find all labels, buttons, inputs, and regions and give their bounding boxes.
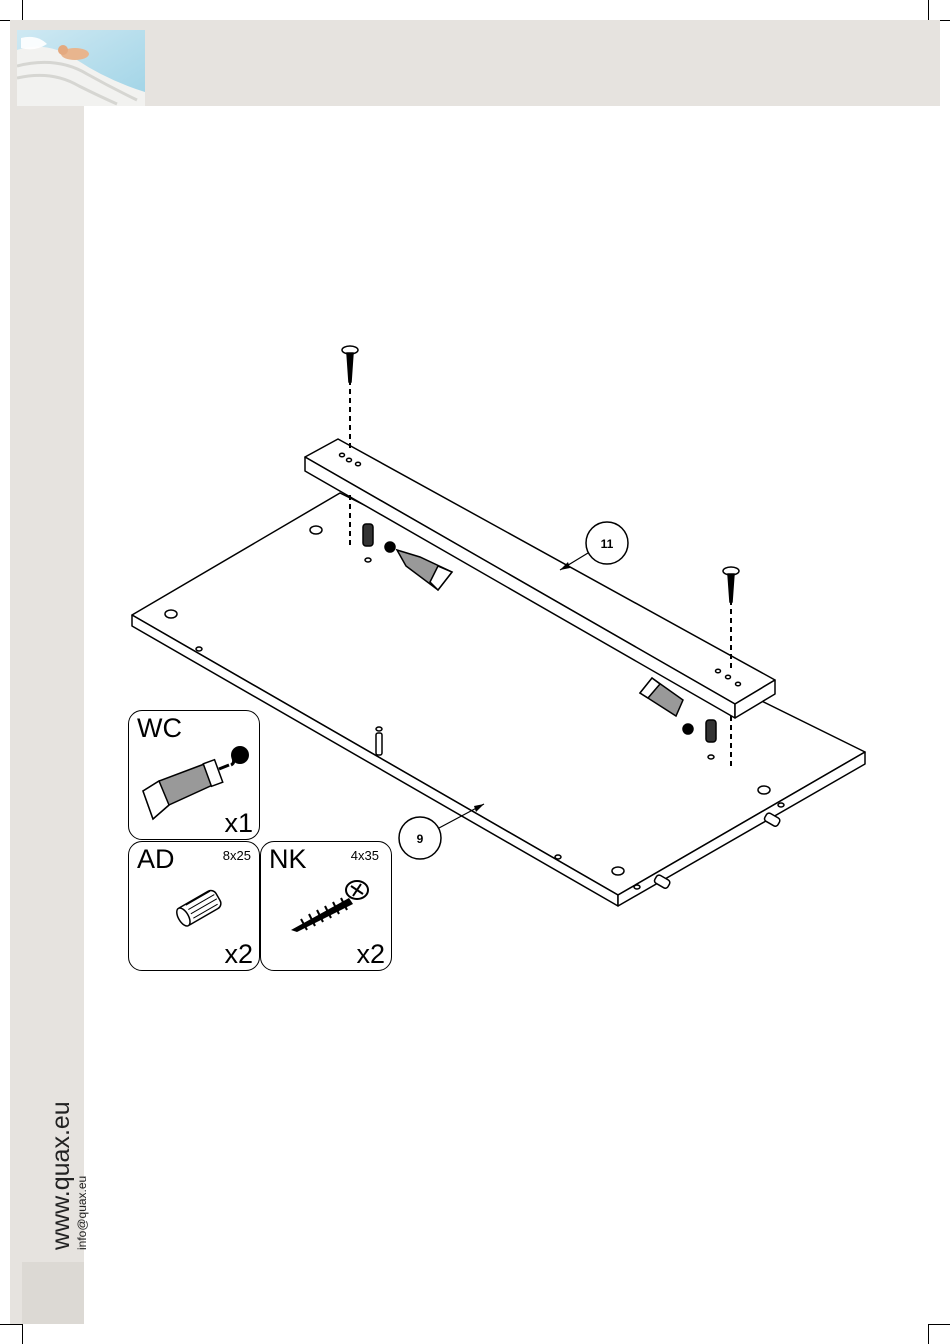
dowel (376, 733, 382, 755)
part-code: NK (269, 844, 307, 875)
screw-icon (287, 876, 377, 936)
callout-9-label: 9 (417, 832, 424, 846)
part-code: AD (137, 844, 175, 875)
cam-hole (612, 867, 624, 875)
part-box-wc: WC x1 (128, 710, 260, 840)
part-code: WC (137, 713, 182, 744)
wooden-dowel-icon (169, 884, 229, 932)
edge-hole (778, 803, 784, 807)
cam-hole (758, 786, 770, 794)
screw (342, 346, 358, 382)
callout-11: 11 (560, 522, 628, 570)
edge-hole (376, 727, 382, 731)
edge-hole (555, 855, 561, 859)
glue-tube-icon (137, 741, 252, 821)
part-size: 8x25 (223, 848, 251, 863)
screw (723, 567, 739, 602)
edge-hole (634, 885, 640, 889)
part-quantity: x2 (224, 939, 253, 970)
cam-hole (310, 526, 322, 534)
part-size: 4x35 (351, 848, 379, 863)
callout-11-label: 11 (601, 537, 614, 551)
part-box-nk: NK 4x35 x2 (260, 841, 392, 971)
cam-hole (165, 610, 177, 618)
part-quantity: x2 (356, 939, 385, 970)
edge-hole (196, 647, 202, 651)
part-box-ad: AD 8x25 x2 (128, 841, 260, 971)
